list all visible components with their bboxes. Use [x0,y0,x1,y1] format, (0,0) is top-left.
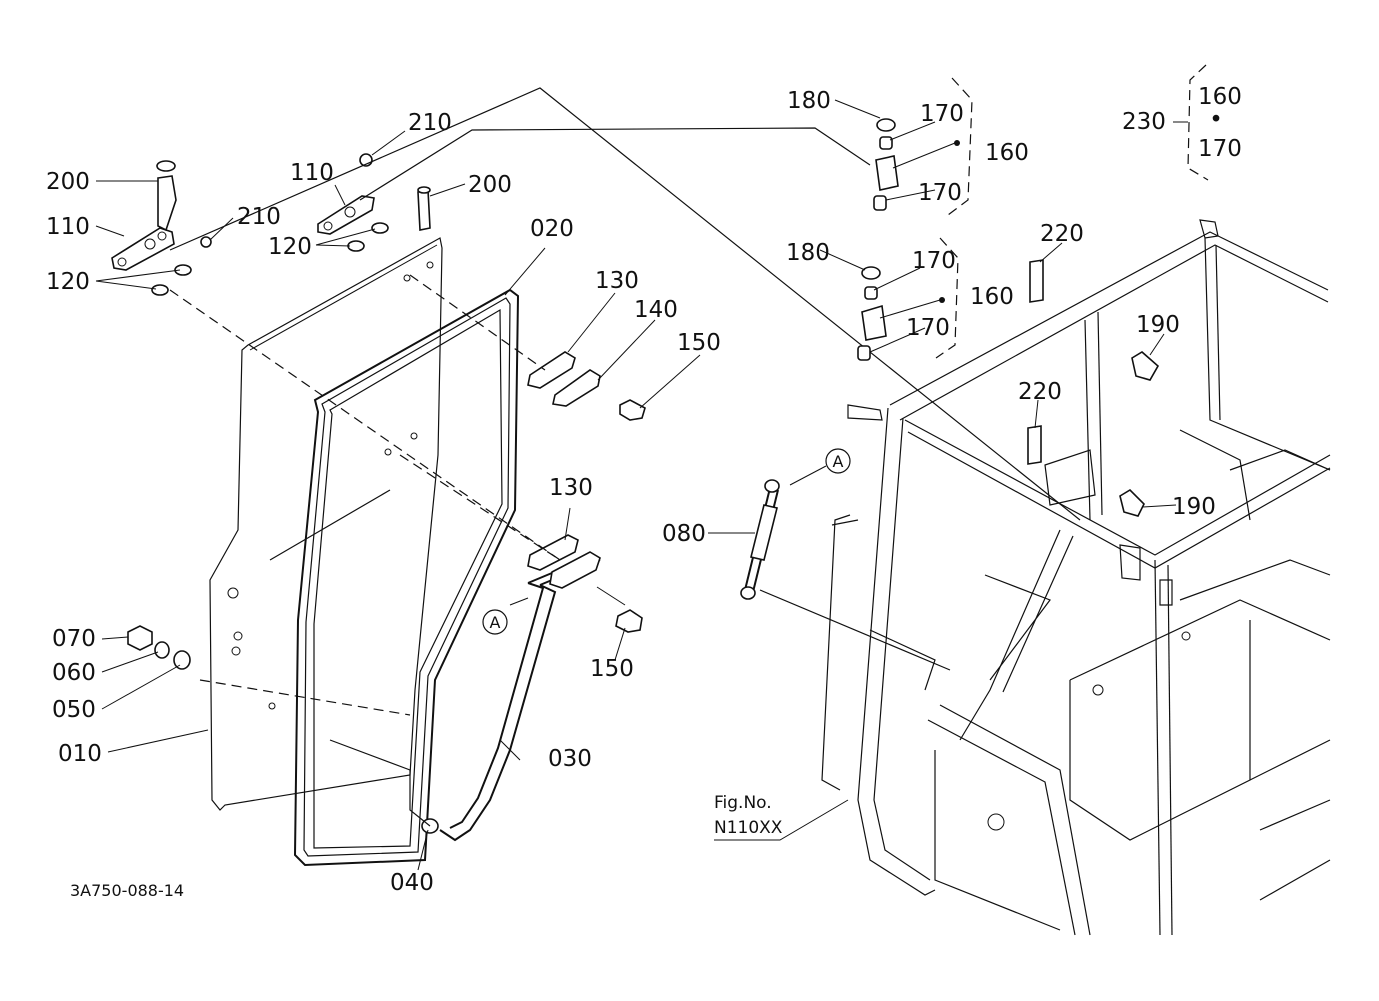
label-210: 210 [408,110,452,136]
label-020: 020 [530,216,574,242]
reference-lines [169,87,1081,827]
label-180: 180 [786,240,830,266]
reference-marker-a-upper: A [825,448,851,474]
gas-strut [740,479,780,600]
cab-frame [821,219,1331,936]
label-130: 130 [549,475,593,501]
label-180: 180 [787,88,831,114]
knob-190-upper [1131,351,1160,381]
label-230-member-160: 160 [1198,84,1242,110]
label-170: 170 [912,248,956,274]
lower-plates-130 [527,534,643,633]
label-150: 150 [677,330,721,356]
label-170: 170 [918,180,962,206]
upper-right-hinge [317,153,431,252]
door-rod [439,554,601,842]
figure-code: 3A750-088-14 [70,881,184,900]
bracket-230 [1187,64,1209,181]
label-060: 060 [52,660,96,686]
group-separator: • [1209,107,1223,133]
reference-marker-text: A [833,452,844,471]
label-010: 010 [58,741,102,767]
label-220: 220 [1040,221,1084,247]
label-080: 080 [662,521,706,547]
fig-no-value: N110XX [714,818,783,838]
upper-left-hinge [111,160,212,296]
door-seal [293,288,520,867]
label-110: 110 [46,214,90,240]
label-170: 170 [906,315,950,341]
bolts-050-070 [127,625,439,834]
label-120: 120 [268,234,312,260]
label-070: 070 [52,626,96,652]
label-030: 030 [548,746,592,772]
label-140: 140 [634,297,678,323]
label-110: 110 [290,160,334,186]
label-170: 170 [920,101,964,127]
label-190: 190 [1136,312,1180,338]
lower-pin-assembly [857,266,945,361]
label-160: 160 [970,284,1014,310]
label-150: 150 [590,656,634,682]
door-glass-panel [209,237,443,811]
reference-marker-a-lower: A [482,609,508,635]
label-160: 160 [985,140,1029,166]
upper-pin-assembly [873,118,960,211]
label-120: 120 [46,269,90,295]
label-130: 130 [595,268,639,294]
knob-190-lower [1119,488,1145,517]
plate-220-lower [1027,425,1042,465]
plate-220-upper [1029,259,1044,303]
label-230-member-170: 170 [1198,136,1242,162]
label-220: 220 [1018,379,1062,405]
part-labels: 200 110 120 210 110 120 210 200 020 130 … [46,84,1242,896]
mid-plates-130-140 [527,351,646,421]
bracket-160-lower [935,237,959,359]
label-200: 200 [468,172,512,198]
fig-no-label: Fig.No. [714,793,772,813]
label-050: 050 [52,697,96,723]
leader-lines [95,99,1188,871]
label-210: 210 [237,204,281,230]
label-040: 040 [390,870,434,896]
reference-marker-text: A [490,613,501,632]
label-190: 190 [1172,494,1216,520]
label-230: 230 [1122,109,1166,135]
label-200: 200 [46,169,90,195]
